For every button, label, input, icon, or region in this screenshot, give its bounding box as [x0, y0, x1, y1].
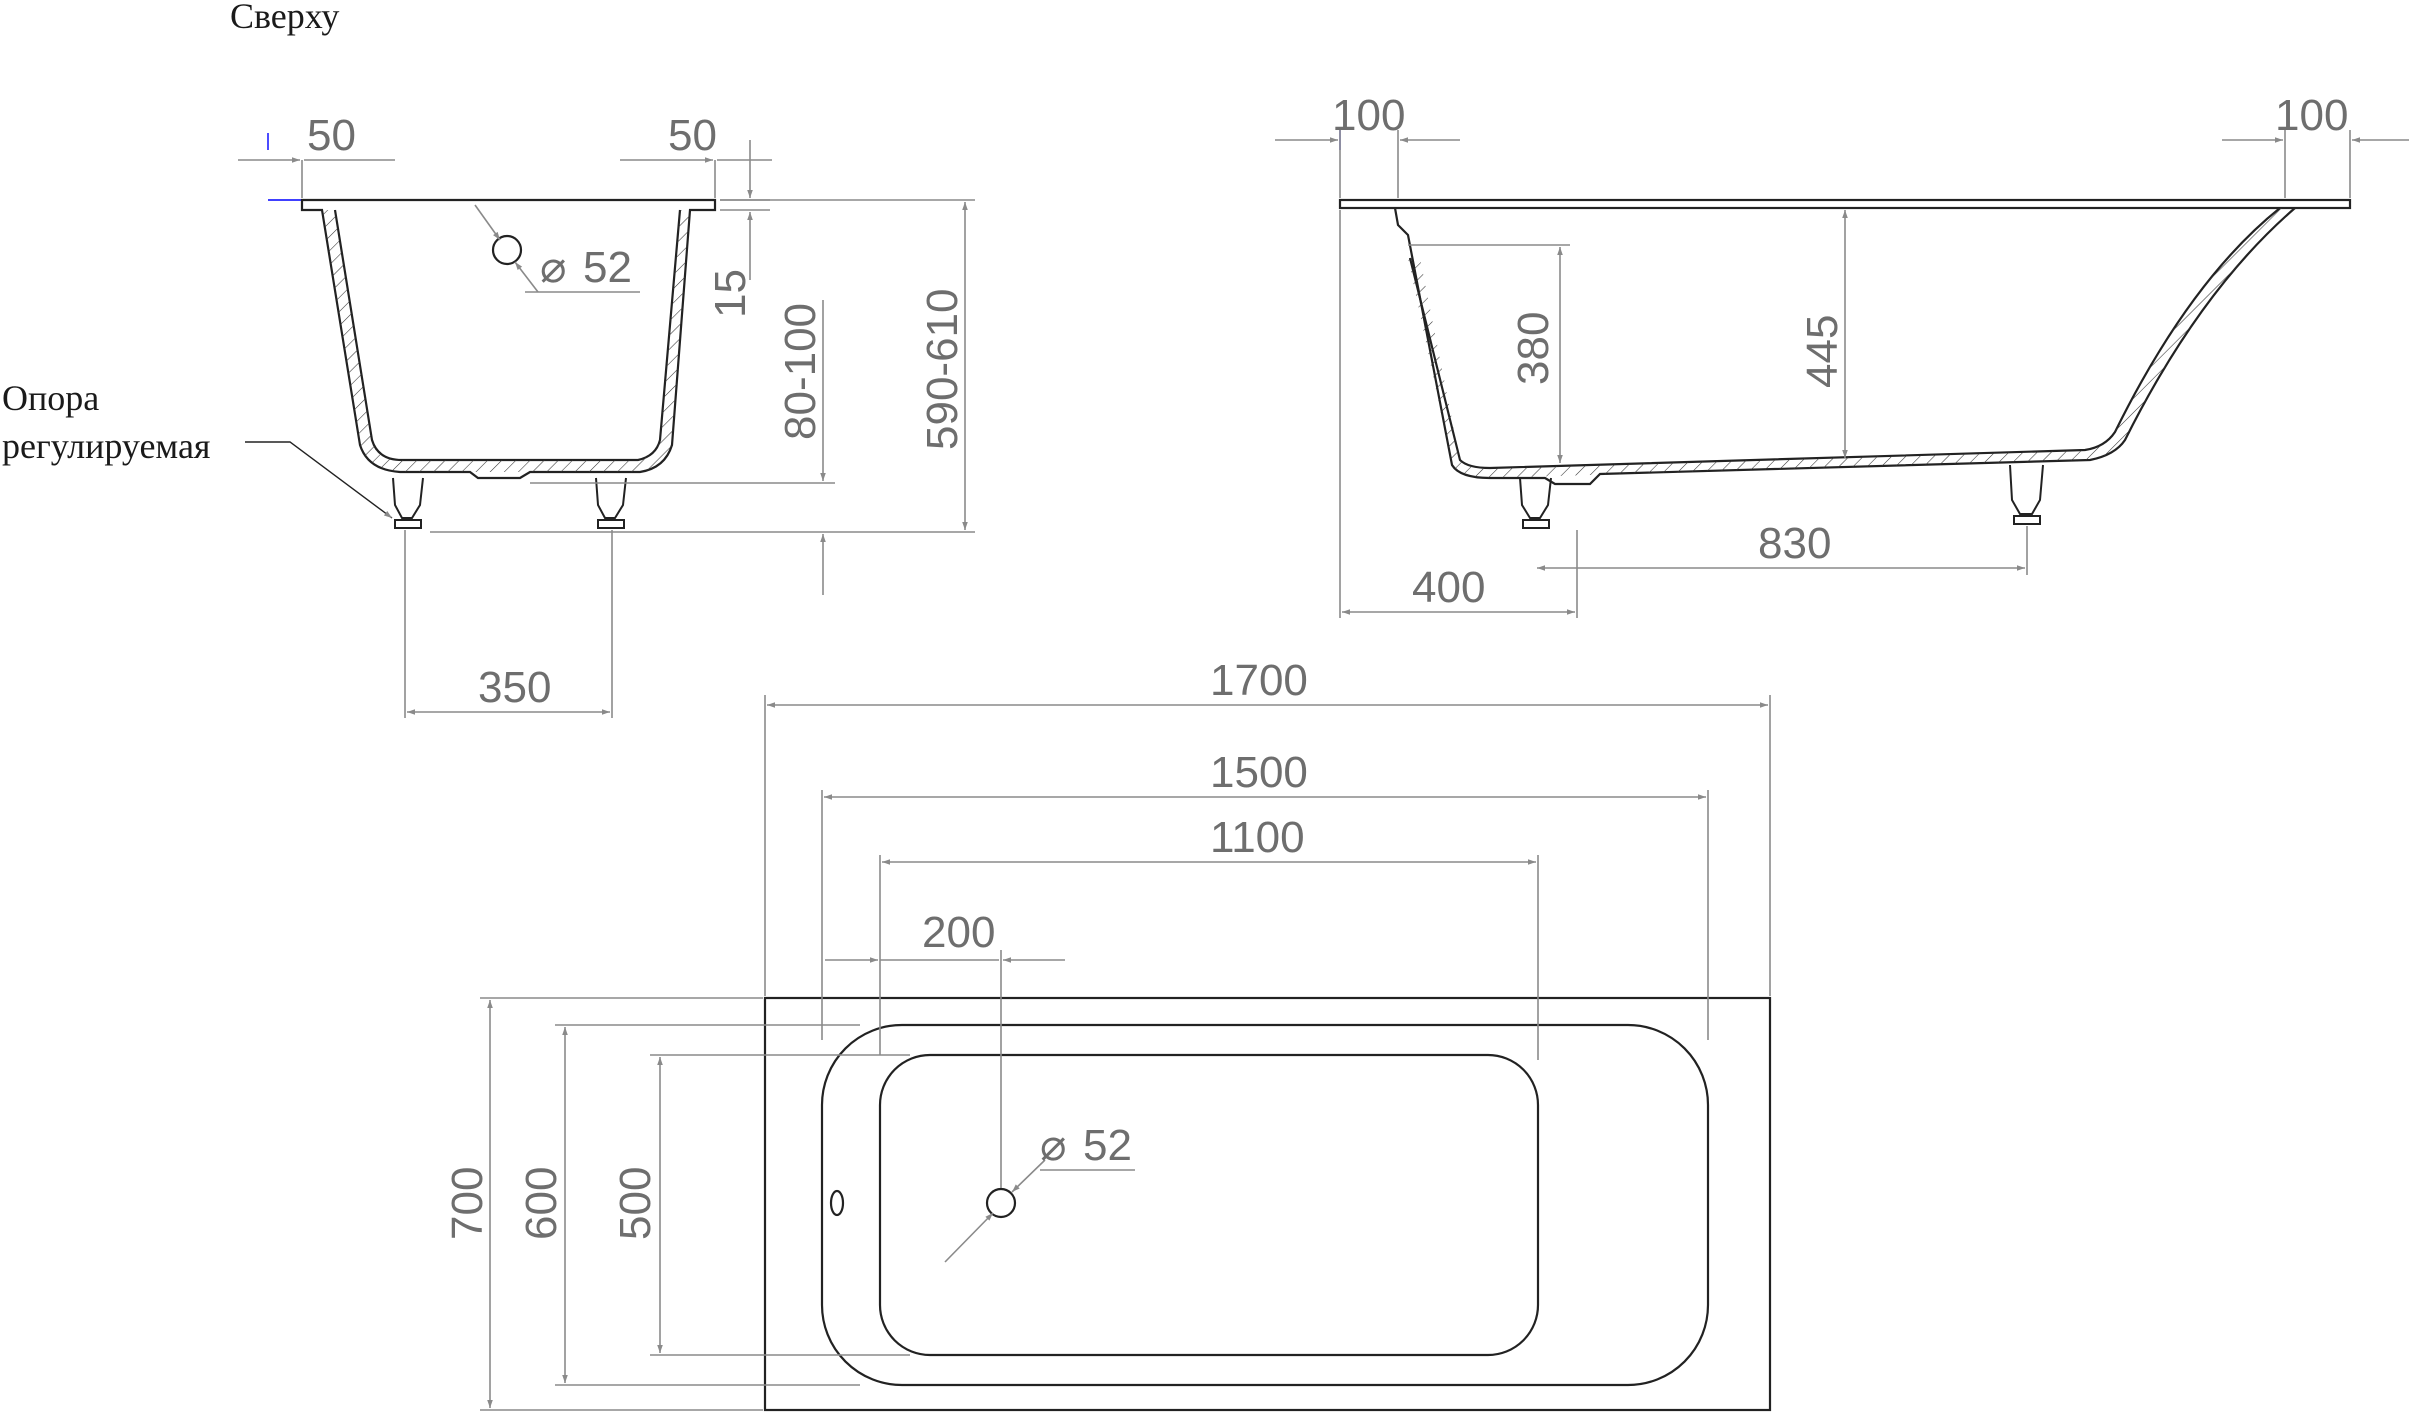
dim-top-width-bottom: 500 — [611, 1167, 660, 1240]
side-view-hatch-curve — [2115, 208, 2295, 440]
support-note-line1: Опора — [2, 378, 99, 418]
side-view: 100 100 380 445 400 830 — [1275, 91, 2409, 618]
drain-hole-end — [491, 234, 523, 266]
top-rim-outline — [820, 1023, 1710, 1387]
support-leader — [245, 441, 393, 519]
dim-end-rim-thickness: 15 — [706, 269, 755, 318]
dim-top-length-outer: 1700 — [1210, 656, 1308, 705]
dim-side-depth-inner: 380 — [1509, 312, 1558, 385]
dim-side-rim-left: 100 — [1332, 91, 1405, 140]
dim-top-width-outer: 700 — [443, 1167, 492, 1240]
drain-hole-top — [985, 1187, 1017, 1219]
leg-left-side — [1519, 477, 1552, 519]
top-outer-rect — [763, 996, 1772, 1412]
dim-end-drain-symbol: ⌀ — [540, 243, 567, 292]
dim-side-depth-total: 445 — [1798, 315, 1847, 388]
dim-top-drain-symbol: ⌀ — [1040, 1121, 1067, 1170]
end-view: ⌀ 52 Опора регулируемая 50 50 15 80-100 — [2, 111, 975, 718]
dim-top-drain: 52 — [1083, 1121, 1132, 1170]
side-rim — [1338, 198, 2352, 210]
end-view-hatch — [360, 440, 672, 472]
side-view-hatch-wall — [1408, 258, 1460, 465]
leg-right-end — [595, 477, 627, 519]
side-view-hatch — [1452, 432, 2125, 478]
dim-end-rim-right: 50 — [668, 111, 717, 160]
dim-top-drain-offset: 200 — [922, 908, 995, 957]
dim-end-leg-height: 80-100 — [776, 303, 825, 440]
leg-foot-left-end — [394, 519, 422, 529]
leg-left-end — [392, 477, 424, 519]
overflow-hole — [829, 1189, 845, 1217]
dim-side-rim-right: 100 — [2275, 91, 2348, 140]
dim-end-rim-left: 50 — [307, 111, 356, 160]
dim-side-leg-offset: 400 — [1412, 563, 1485, 612]
leg-foot-right-side — [2013, 515, 2041, 525]
top-view: ⌀ 52 1700 1500 1100 200 700 600 — [443, 656, 1772, 1412]
top-bottom-outline — [878, 1053, 1540, 1357]
dim-end-drain: 52 — [583, 243, 632, 292]
leg-right-side — [2009, 464, 2044, 515]
dim-top-length-rim: 1500 — [1210, 748, 1308, 797]
leg-foot-left-side — [1522, 519, 1550, 529]
dim-top-width-rim: 600 — [517, 1167, 566, 1240]
dim-side-leg-spacing: 830 — [1758, 519, 1831, 568]
view-label: Сверху — [230, 0, 339, 36]
dim-end-leg-spacing: 350 — [478, 663, 551, 712]
dim-top-length-bottom: 1100 — [1210, 813, 1305, 862]
leg-foot-right-end — [597, 519, 625, 529]
end-view-hatch-right — [660, 210, 690, 445]
end-view-hatch-left — [322, 210, 372, 445]
support-note-line2: регулируемая — [2, 426, 211, 466]
dim-end-total-height: 590-610 — [918, 289, 967, 450]
